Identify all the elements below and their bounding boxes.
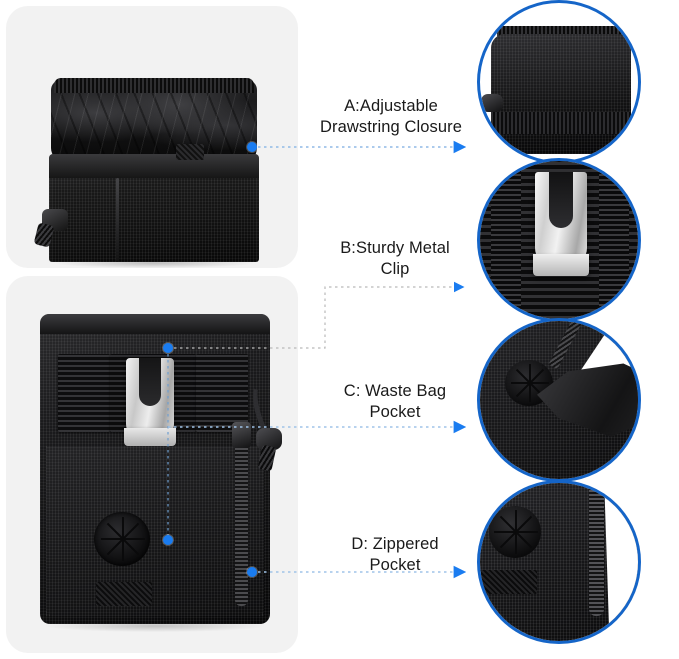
pouch-back-image	[6, 276, 298, 653]
drawstring-fabric	[51, 80, 257, 162]
pouch-top-band	[49, 154, 259, 178]
side-zipper	[589, 483, 604, 616]
waste-bag-grommet	[94, 512, 150, 566]
bottom-product-photo	[6, 276, 298, 653]
callout-marker-a	[247, 142, 257, 152]
velcro-tab	[176, 144, 204, 160]
pouch-body	[491, 34, 631, 154]
callout-label-d: D: Zippered Pocket	[351, 535, 439, 574]
waste-bag-closeup-image	[480, 321, 638, 479]
callout-label-a: A:Adjustable Drawstring Closure	[319, 97, 463, 136]
zipper-pull	[232, 422, 251, 448]
clip-base-plate	[124, 428, 176, 446]
drawstring-closeup-image	[480, 3, 638, 161]
fabric-weave	[46, 446, 264, 616]
cord-lock-toggle	[481, 94, 503, 112]
drop-shadow	[54, 258, 254, 268]
treat-pouch-front-image	[6, 6, 298, 268]
webbing-strap-right	[599, 161, 629, 319]
detail-bubble-c	[477, 318, 641, 482]
detail-bubble-d	[477, 480, 641, 644]
mesh-top-trim	[54, 78, 254, 93]
zippered-pocket-closeup-image	[480, 483, 638, 641]
pouch-seam	[116, 178, 119, 262]
detail-bubble-a	[477, 0, 641, 164]
clip-base-plate	[533, 254, 589, 276]
background-highlight	[604, 483, 638, 626]
top-binding	[40, 314, 270, 334]
cord-lock-toggle	[256, 428, 282, 450]
pouch-band	[491, 112, 631, 134]
callout-label-b: B:Sturdy Metal Clip	[340, 239, 450, 278]
webbing-strap-left	[491, 161, 521, 319]
callout-marker-d	[247, 567, 257, 577]
velcro-patch	[96, 582, 152, 606]
callout-label-c: C: Waste Bag Pocket	[343, 382, 447, 421]
clip-slot	[139, 358, 161, 406]
drop-shadow	[46, 620, 264, 632]
velcro-patch	[481, 570, 537, 594]
clip-slot	[549, 172, 573, 228]
metal-clip-closeup-image	[480, 161, 638, 319]
molle-webbing-left	[58, 354, 110, 432]
callout-marker-b	[163, 343, 173, 353]
detail-bubble-b	[477, 158, 641, 322]
top-product-photo	[6, 6, 298, 268]
pouch-front-pocket-panel	[46, 446, 264, 616]
waste-bag-grommet	[489, 506, 541, 558]
molle-webbing-right	[196, 354, 248, 432]
callout-marker-c	[163, 535, 173, 545]
fabric-folds	[51, 80, 257, 162]
side-zipper	[235, 426, 248, 606]
fabric-weave	[491, 34, 631, 154]
